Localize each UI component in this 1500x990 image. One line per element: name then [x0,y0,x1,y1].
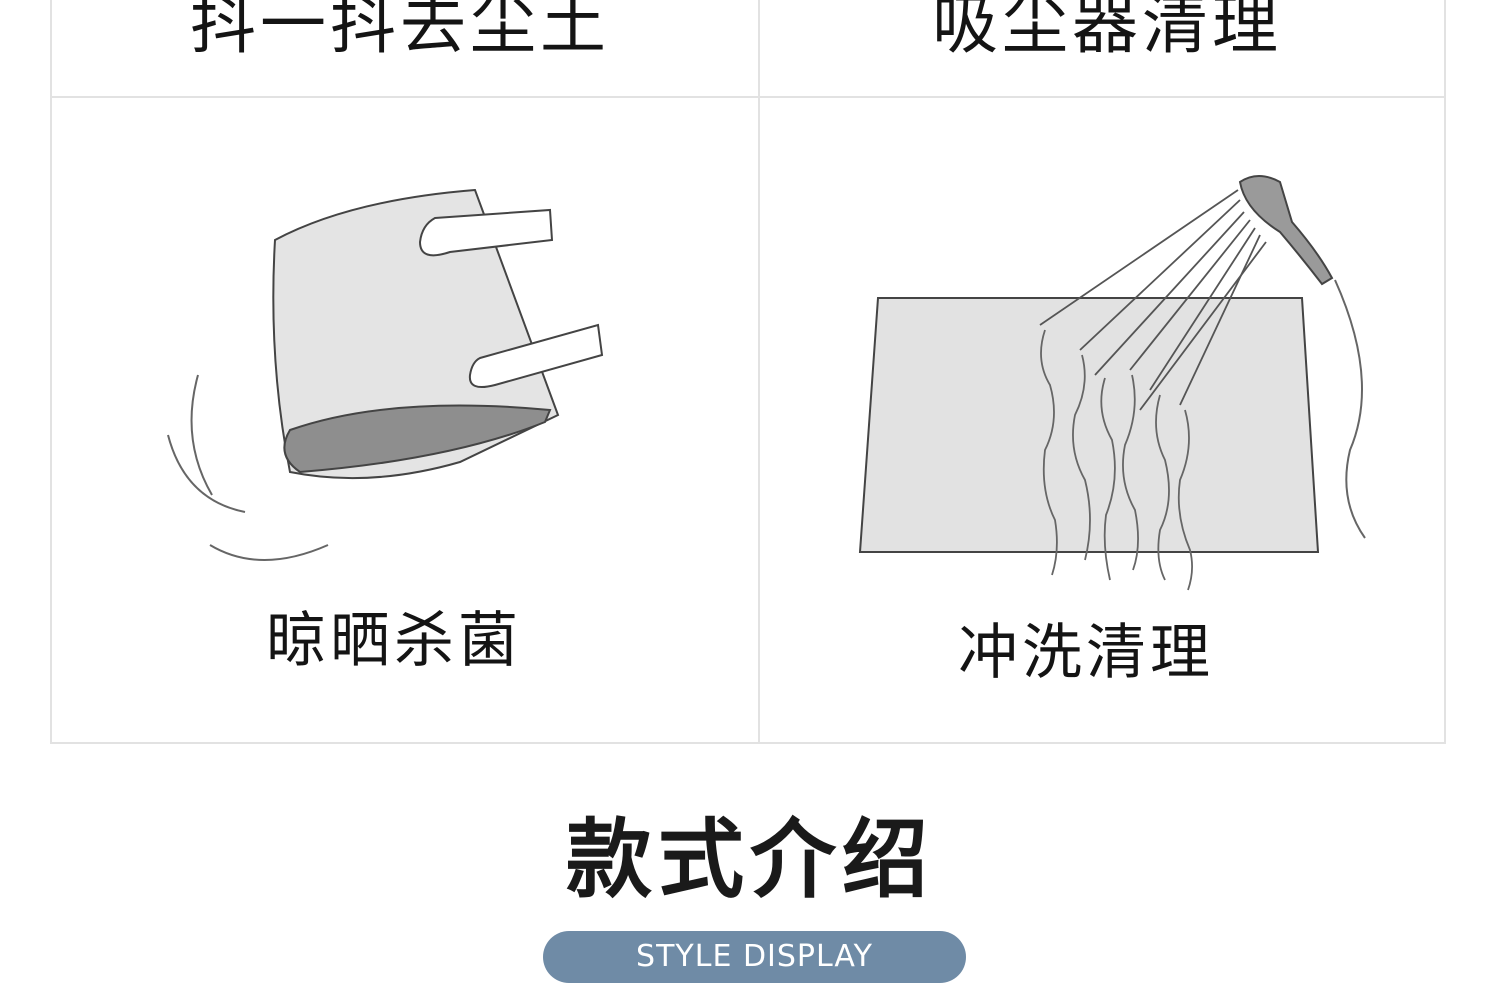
shower-rinse-illustration-icon [840,160,1400,604]
grid-outline [50,0,1446,744]
vacuum-clean-title: 吸尘器清理 [932,0,1282,63]
grid-divider-horizontal [50,96,1446,98]
style-display-badge: STYLE DISPLAY [543,931,966,983]
rinse-clean-label: 冲洗清理 [958,618,1214,688]
grid-divider-vertical [758,0,760,744]
sun-sterilize-label: 晾晒杀菌 [266,606,522,676]
section-title: 款式介绍 [566,810,934,910]
shaking-mat-illustration-icon [150,170,620,594]
shake-dust-title: 抖一抖去尘土 [190,0,610,63]
